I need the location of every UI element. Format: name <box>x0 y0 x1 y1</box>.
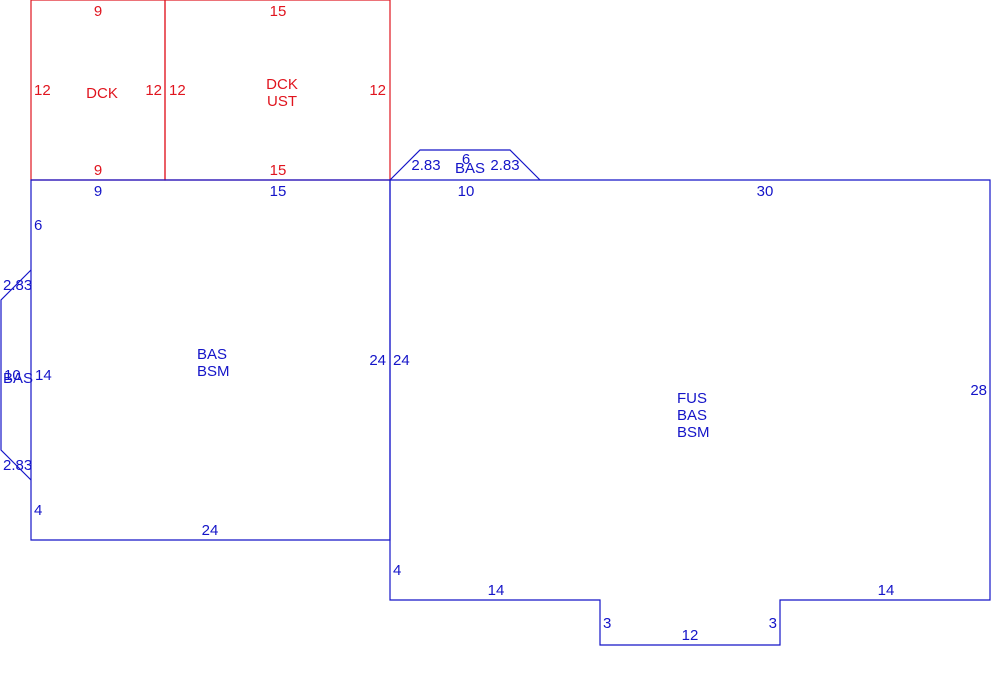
main-dim-left: 24 <box>393 352 410 369</box>
main-dim-notch-left: 3 <box>603 615 611 632</box>
main-area-line2: BAS <box>677 407 707 424</box>
left-bay-dim-bottom: 2.83 <box>3 457 32 474</box>
deck-right-dim-top: 15 <box>270 3 287 20</box>
left-wing-area-line1: BAS <box>197 346 227 363</box>
deck-right-area-line1: DCK <box>266 76 298 93</box>
main-dim-notch-bottom: 12 <box>682 627 699 644</box>
main-area-line3: BSM <box>677 424 710 441</box>
deck-right-dim-bottom: 15 <box>270 162 287 179</box>
main-dim-top-b: 30 <box>757 183 774 200</box>
deck-right-area-line2: UST <box>267 93 297 110</box>
left-bay-area-label: BAS <box>3 370 33 387</box>
main-section-outline <box>389 179 991 646</box>
left-wing-dim-left-lower: 4 <box>34 502 42 519</box>
deck-left-dim-left: 12 <box>34 82 51 99</box>
top-bay-area-label: BAS <box>455 160 485 177</box>
top-bay-dim-right: 2.83 <box>490 157 519 174</box>
left-wing-dim-right: 24 <box>369 352 386 369</box>
left-wing-area-line2: BSM <box>197 363 230 380</box>
left-bay-outline <box>0 269 32 481</box>
left-wing-dim-left-upper: 6 <box>34 217 42 234</box>
deck-right-dim-right: 12 <box>369 82 386 99</box>
left-wing-dim-top-a: 9 <box>94 183 102 200</box>
top-bay-dim-top: 6 <box>462 151 470 168</box>
deck-left-dim-bottom: 9 <box>94 162 102 179</box>
deck-left-dim-right: 12 <box>145 82 162 99</box>
left-bay-overlap-label: 10 <box>4 367 21 384</box>
main-dim-bottom-right: 14 <box>878 582 895 599</box>
left-wing-dim-left-mid: 14 <box>35 367 52 384</box>
deck-left-area-label: DCK <box>86 85 118 102</box>
main-dim-bottom-left: 14 <box>488 582 505 599</box>
main-dim-notch-right: 3 <box>769 615 777 632</box>
deck-left-dim-top: 9 <box>94 3 102 20</box>
main-dim-top-a: 10 <box>458 183 475 200</box>
left-wing-dim-top-b: 15 <box>270 183 287 200</box>
deck-right-dim-left: 12 <box>169 82 186 99</box>
top-bay-outline <box>389 149 541 181</box>
top-bay-dim-left: 2.83 <box>411 157 440 174</box>
left-wing-dim-bottom: 24 <box>202 522 219 539</box>
left-bay-dim-top: 2.83 <box>3 277 32 294</box>
main-area-line1: FUS <box>677 390 707 407</box>
main-dim-right: 28 <box>970 382 987 399</box>
main-dim-left-lower: 4 <box>393 562 401 579</box>
